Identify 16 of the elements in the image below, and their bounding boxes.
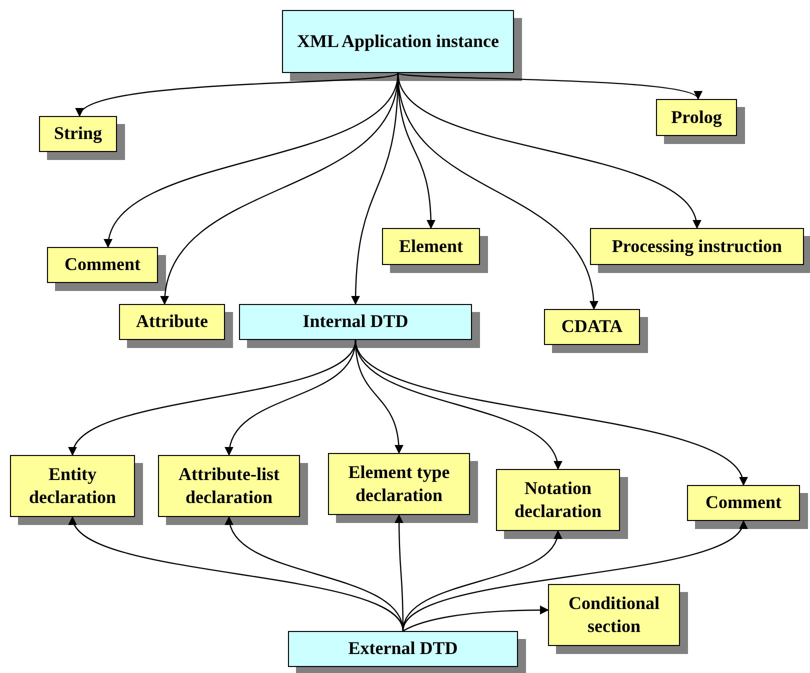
- node-label: XML Application instance: [296, 30, 500, 53]
- node-label: Attribute-list declaration: [178, 462, 280, 509]
- node-label: Element: [399, 234, 463, 258]
- node-label: External DTD: [348, 637, 458, 660]
- node-label: CDATA: [561, 315, 623, 338]
- node-label: Attribute: [136, 310, 208, 334]
- arrow: [226, 340, 356, 456]
- node-label: Comment: [706, 491, 782, 514]
- node-label: Entity declaration: [28, 462, 117, 509]
- node-label: Internal DTD: [302, 310, 408, 334]
- node-label: Notation declaration: [514, 476, 602, 523]
- node-label: String: [54, 122, 102, 146]
- node-label: Comment: [64, 253, 140, 276]
- arrow: [71, 340, 356, 456]
- node-label: Processing instruction: [612, 234, 782, 258]
- node-label: Prolog: [671, 106, 722, 129]
